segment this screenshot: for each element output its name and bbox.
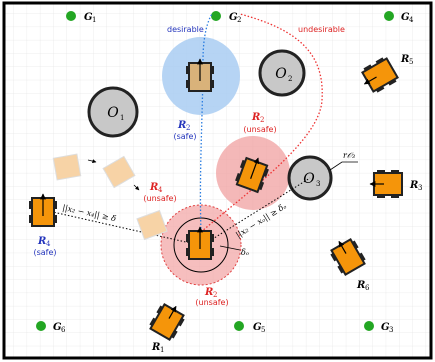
radius-o3-leader — [329, 161, 358, 171]
obstacle-o2: O 2 — [258, 49, 306, 97]
status-r4-left: R 4 (safe) — [33, 236, 56, 257]
svg-text:R: R — [177, 120, 186, 131]
radius-o3-label: r𝒪₃ — [343, 151, 355, 160]
robot-r5-label: R — [400, 54, 409, 65]
obstacle-o1: O 1 — [87, 86, 139, 138]
robot-r2-bottom — [186, 226, 214, 260]
obstacle-o2-sub: 2 — [288, 75, 292, 83]
obstacle-o1-sub: 1 — [120, 114, 124, 122]
svg-text:4: 4 — [158, 186, 163, 194]
goal-g2-sub: 2 — [237, 16, 241, 24]
svg-text:2: 2 — [186, 124, 190, 132]
status-r4-ghost: R 4 (unsafe) — [143, 182, 176, 203]
svg-text:2: 2 — [260, 116, 264, 124]
obstacle-o2-label: O — [275, 66, 287, 82]
goal-g5-label: G — [253, 322, 262, 333]
svg-text:R: R — [251, 112, 260, 123]
obstacle-distance-line — [202, 177, 311, 246]
desirable-label: desirable — [167, 25, 204, 34]
delta-ring — [160, 204, 242, 286]
goal-g1-label: G — [84, 12, 93, 23]
robot-r6 — [330, 238, 366, 276]
robot-r3-label: R — [409, 180, 418, 191]
svg-text:2: 2 — [213, 291, 217, 299]
svg-text:(safe): (safe) — [173, 132, 196, 141]
svg-text:R: R — [149, 182, 158, 193]
ghost-robot-r4-1 — [52, 153, 82, 181]
undesirable-label: undesirable — [298, 25, 345, 34]
goal-g4: G 4 — [384, 11, 414, 24]
goal-g2-label: G — [229, 12, 238, 23]
svg-text:R: R — [204, 287, 213, 298]
goal-g5: G 5 — [234, 321, 265, 334]
delta-o-ring — [173, 217, 229, 273]
goal-g6: G 6 — [36, 321, 66, 334]
robot-r4 — [29, 193, 57, 227]
goal-g3-sub: 3 — [389, 326, 393, 334]
status-r2-mid: R 2 (unsafe) — [243, 112, 276, 134]
robot-r1-sub: 1 — [160, 346, 164, 354]
ghost-robot-r4-3 — [136, 209, 168, 241]
undesirable-path — [200, 13, 323, 233]
goal-g6-sub: 6 — [61, 326, 66, 334]
robot-r2-mid — [235, 156, 269, 194]
obstacle-o3-label: O — [303, 171, 315, 187]
goal-g2: G 2 — [211, 11, 241, 24]
robot-r3-sub: 3 — [418, 184, 422, 192]
goal-g3: G 3 — [364, 321, 393, 334]
svg-text:R: R — [37, 236, 46, 247]
goal-g5-sub: 5 — [261, 326, 265, 334]
robot-r5 — [361, 57, 399, 93]
goal-g1-sub: 1 — [92, 16, 96, 24]
obstacle-o1-label: O — [107, 105, 119, 121]
svg-text:(unsafe): (unsafe) — [195, 298, 228, 307]
delta-o-label: δₒ — [241, 248, 249, 257]
robot-r2-top — [186, 58, 214, 92]
status-r2-bottom: R 2 (unsafe) — [195, 287, 228, 307]
goal-g1: G 1 — [66, 11, 96, 24]
robot-r5-sub: 5 — [409, 58, 413, 66]
robot-r6-label: R — [356, 280, 365, 291]
svg-text:(unsafe): (unsafe) — [243, 125, 276, 134]
robot-r3 — [369, 170, 403, 198]
goal-g6-label: G — [53, 322, 62, 333]
svg-text:(unsafe): (unsafe) — [143, 194, 176, 203]
goal-g4-sub: 4 — [409, 16, 414, 24]
svg-text:4: 4 — [46, 240, 51, 248]
robot-r1-label: R — [151, 342, 160, 353]
svg-text:(safe): (safe) — [33, 248, 56, 257]
ghost-robot-r4-2 — [102, 155, 136, 189]
status-r2-top: R 2 (safe) — [173, 120, 196, 141]
ghost-arrow-1 — [87, 159, 97, 164]
delta-o-leader — [219, 245, 241, 251]
robot-r6-sub: 6 — [365, 284, 370, 292]
goal-g3-label: G — [381, 322, 390, 333]
goal-g4-label: G — [401, 12, 410, 23]
robot-r1 — [149, 303, 185, 341]
ghost-arrow-2 — [133, 184, 140, 191]
obstacle-o3-sub: 3 — [316, 180, 320, 188]
